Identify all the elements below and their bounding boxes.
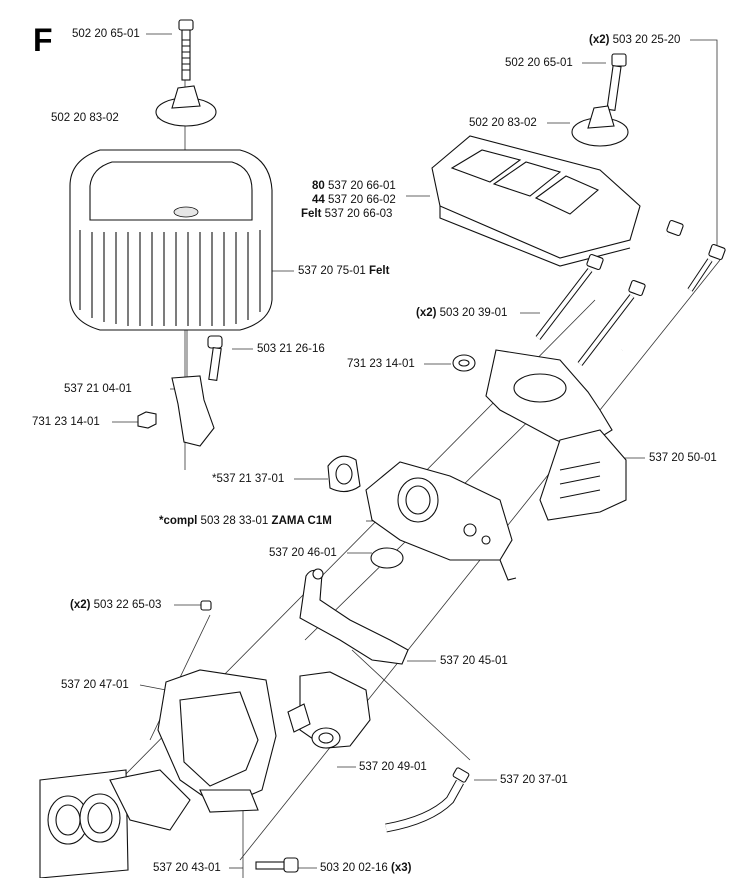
part-label: 537 20 49-01 <box>359 761 427 773</box>
part-label: 731 23 14-01 <box>347 358 415 370</box>
flange <box>39 769 191 878</box>
part-label: 537 21 04-01 <box>64 383 132 395</box>
carburettor <box>365 461 517 581</box>
part-label: 502 20 83-02 <box>469 117 537 129</box>
bolt-top-left <box>178 19 194 81</box>
part-label: 502 20 83-02 <box>51 112 119 124</box>
small-nut <box>200 600 212 611</box>
intake-housing <box>157 669 277 813</box>
bolt-bottom <box>255 857 299 873</box>
section-letter: F <box>33 22 53 58</box>
part-label: 502 20 65-01 <box>505 57 573 69</box>
part-label: 537 20 43-01 <box>153 862 221 874</box>
part-label: 502 20 65-01 <box>72 28 140 40</box>
part-label: 731 23 14-01 <box>32 416 100 428</box>
air-filter-cover-right <box>431 135 641 267</box>
bracket <box>299 568 409 665</box>
part-label: 537 20 50-01 <box>649 452 717 464</box>
diaphragm-part <box>327 455 361 493</box>
part-label: 44 537 20 66-02 <box>312 194 396 206</box>
part-label: 537 20 47-01 <box>61 679 129 691</box>
part-label: *537 21 37-01 <box>212 473 285 485</box>
carburettor-housing <box>485 349 627 521</box>
part-label: *compl 503 28 33-01 ZAMA C1M <box>159 515 332 527</box>
nut-right <box>452 354 476 372</box>
gasket-ring <box>370 547 404 569</box>
part-label: 537 20 37-01 <box>500 774 568 786</box>
part-label: (x2) 503 22 65-03 <box>70 599 162 611</box>
bolt-top-right <box>606 53 627 111</box>
part-label: 80 537 20 66-01 <box>312 180 396 192</box>
part-label: 537 20 75-01 Felt <box>298 265 390 277</box>
part-label: (x2) 503 20 25-20 <box>589 34 681 46</box>
screw-bracket-left <box>137 335 223 447</box>
long-bolts <box>535 219 726 366</box>
part-label: 537 20 45-01 <box>440 655 508 667</box>
part-label: 503 20 02-16 (x3) <box>320 862 412 874</box>
clip-left <box>155 85 217 127</box>
intake-manifold <box>287 671 371 749</box>
part-label: (x2) 503 20 39-01 <box>416 307 508 319</box>
part-label: Felt 537 20 66-03 <box>301 208 393 220</box>
fuel-hose <box>385 767 470 833</box>
part-label: 537 20 46-01 <box>269 547 337 559</box>
air-filter-left <box>69 149 273 331</box>
part-label: 503 21 26-16 <box>257 343 325 355</box>
clip-right <box>571 105 629 147</box>
